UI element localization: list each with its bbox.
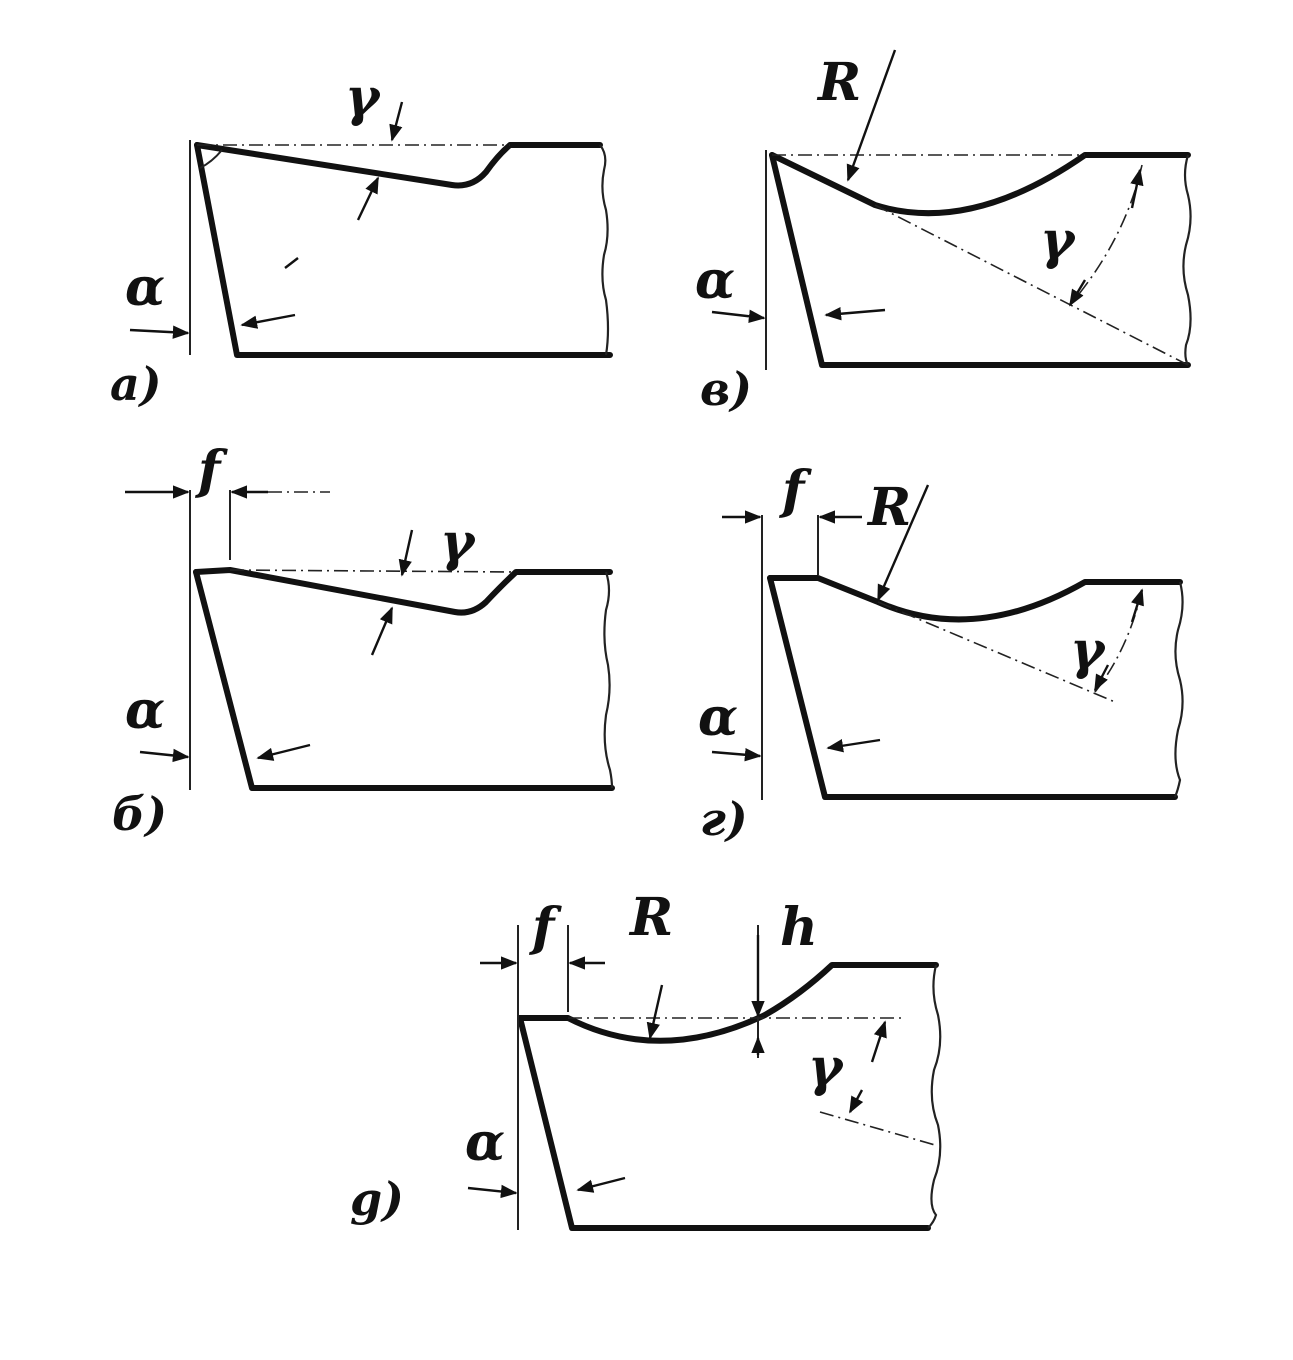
- chord-line: [819, 1111, 936, 1146]
- gamma-label: γ: [1040, 210, 1077, 271]
- gamma-label: γ: [440, 512, 477, 573]
- gamma-label: γ: [345, 67, 382, 128]
- rake-face: [517, 962, 939, 1044]
- tool-outline: [517, 1015, 931, 1231]
- gamma-label: γ: [808, 1037, 845, 1098]
- gamma-arrow-bottom: [356, 176, 380, 221]
- panel-caption: б): [112, 787, 167, 841]
- panel-caption: g): [350, 1172, 404, 1226]
- rake-face: [769, 152, 1191, 217]
- tool-outline: [194, 142, 613, 358]
- radius-arrow: [646, 984, 664, 1040]
- tool-outline: [767, 575, 1178, 800]
- broken-edge: [927, 964, 942, 1229]
- alpha-arrow-right: [826, 738, 881, 753]
- broken-edge: [599, 144, 610, 356]
- broken-edge: [1173, 581, 1184, 798]
- panel-g: f R α γ г): [698, 460, 1184, 846]
- reference-line: [229, 569, 517, 573]
- alpha-label: α: [465, 1112, 505, 1173]
- land-label: f: [194, 440, 228, 501]
- alpha-arrow-right: [256, 743, 311, 761]
- gamma-arrow-top: [870, 1020, 887, 1063]
- alpha-arrow-left: [711, 748, 762, 762]
- tool-outline: [193, 569, 615, 791]
- rake-face: [194, 142, 603, 189]
- panel-caption: г): [700, 792, 748, 846]
- land-label: f: [778, 460, 812, 521]
- panel-d: f R h α γ g): [350, 887, 942, 1231]
- nose-arc: [199, 149, 223, 169]
- radius-label: R: [866, 477, 911, 538]
- radius-arrow: [876, 484, 930, 602]
- rake-face: [193, 567, 613, 616]
- alpha-arrow-left: [129, 325, 190, 339]
- radius-arrow: [846, 49, 897, 182]
- chord-line: [874, 204, 1189, 366]
- alpha-label: α: [695, 250, 735, 311]
- radius-label: R: [816, 52, 861, 113]
- gamma-arrow-top: [389, 101, 404, 142]
- panel-caption: a): [110, 357, 162, 411]
- alpha-label: α: [125, 680, 165, 741]
- radius-label: R: [628, 887, 673, 948]
- chord-line: [877, 601, 1116, 703]
- gamma-arc: [1069, 164, 1143, 306]
- panel-b: f α γ б): [112, 440, 615, 841]
- alpha-arrow-left: [467, 1184, 518, 1199]
- land-label: f: [528, 897, 562, 958]
- gamma-arrow-top: [398, 529, 414, 577]
- alpha-arrow-right: [240, 313, 296, 329]
- gamma-label: γ: [1070, 620, 1107, 681]
- alpha-arrow-right: [824, 307, 886, 321]
- alpha-label: α: [698, 687, 738, 748]
- panel-caption: в): [700, 362, 752, 416]
- rake-face: [767, 575, 1183, 623]
- gamma-arrow-bottom: [1068, 279, 1087, 307]
- alpha-arrow-right: [576, 1176, 626, 1193]
- broken-edge: [1182, 154, 1192, 366]
- stray-mark: [284, 257, 299, 269]
- gamma-arrow-bottom: [370, 606, 394, 656]
- gamma-arrow-top: [1130, 588, 1144, 623]
- gamma-arrow-top: [1130, 168, 1144, 209]
- gamma-arrow-bottom: [1093, 664, 1110, 692]
- alpha-arrow-left: [711, 309, 766, 323]
- broken-edge: [603, 571, 614, 789]
- depth-label: h: [780, 897, 818, 958]
- gamma-arrow-bottom: [848, 1089, 864, 1114]
- panel-a: α γ a): [110, 67, 613, 411]
- tool-outline: [769, 152, 1191, 368]
- alpha-arrow-left: [139, 748, 190, 763]
- panel-v: R α γ в): [695, 49, 1192, 416]
- alpha-label: α: [125, 257, 165, 318]
